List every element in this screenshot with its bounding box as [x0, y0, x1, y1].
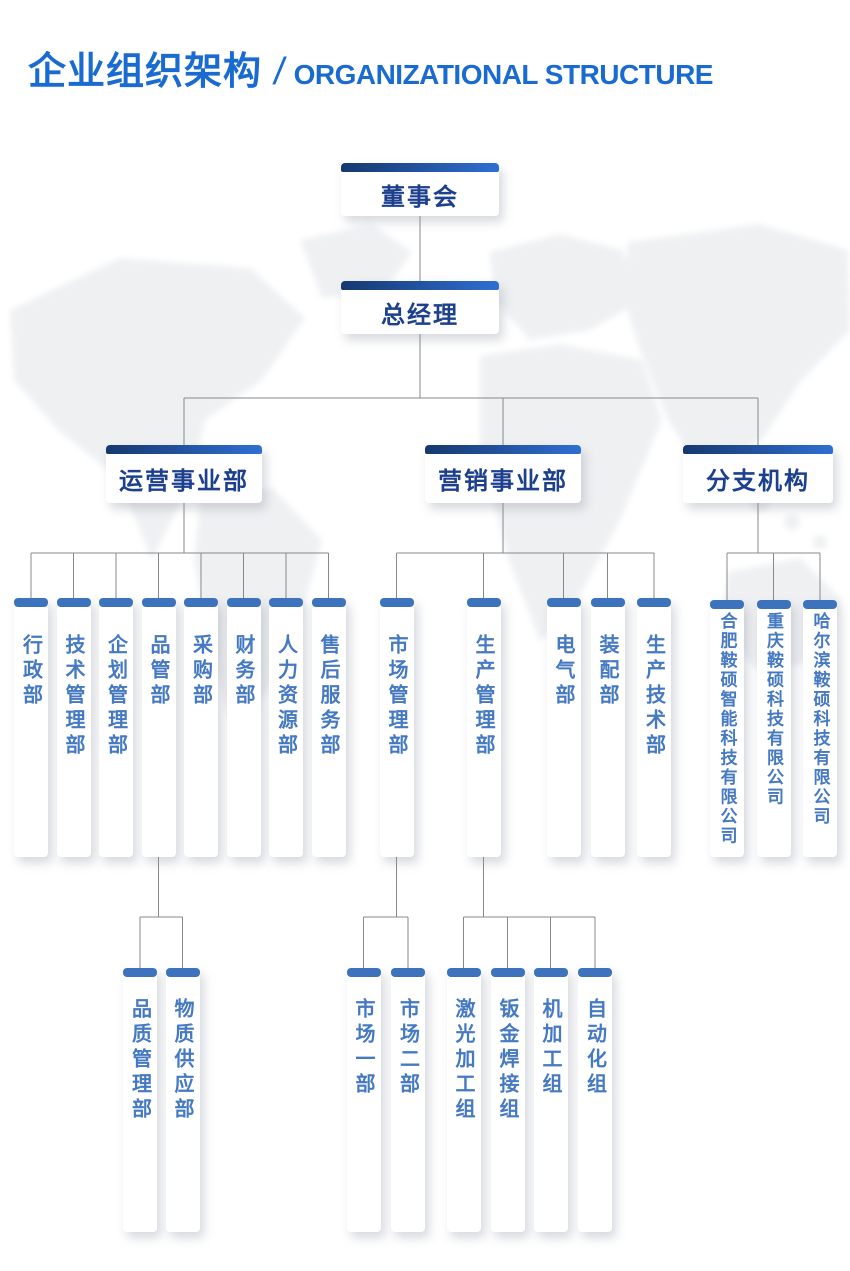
org-node-label: 重庆鞍硕科技有限公司: [764, 612, 783, 807]
node-cap-bar: [14, 598, 48, 607]
org-node-label: 市场管理部: [385, 634, 407, 759]
org-node-market-dept-1: 市场一部: [346, 968, 381, 1232]
org-node-market-mgmt-dept: 市场管理部: [379, 598, 414, 857]
org-node-label: 品质管理部: [128, 998, 151, 1123]
org-node-label: 财务部: [232, 634, 254, 709]
org-node-assembly-dept: 装配部: [590, 598, 625, 857]
node-cap-bar: [756, 600, 791, 609]
org-node-machining-group: 机加工组: [533, 968, 568, 1232]
org-node-label: 技术管理部: [62, 634, 84, 759]
org-node-production-mgmt-dept: 生产管理部: [466, 598, 501, 857]
org-node-label: 分支机构: [706, 468, 810, 495]
org-node-label: 哈尔滨鞍硕科技有限公司: [810, 612, 830, 827]
org-node-label: 生产技术部: [642, 634, 665, 759]
node-cap-bar: [710, 600, 744, 609]
node-cap-bar: [341, 281, 499, 290]
org-node-label: 人力资源部: [274, 634, 297, 759]
org-node-automation-group: 自动化组: [578, 968, 612, 1232]
org-node-board: 董事会: [341, 163, 499, 216]
org-node-planning-mgmt-dept: 企划管理部: [99, 598, 133, 857]
org-node-material-supply-dept: 物质供应部: [165, 968, 200, 1232]
title-divider: /: [271, 51, 288, 93]
org-node-quality-control-dept: 品管部: [141, 598, 176, 857]
node-cap-bar: [683, 445, 833, 454]
org-node-label: 自动化组: [583, 998, 606, 1098]
org-node-hefei-company: 合肥鞍硕智能科技有限公司: [710, 600, 744, 857]
node-cap-bar: [141, 598, 176, 607]
org-node-label: 合肥鞍硕智能科技有限公司: [717, 612, 737, 846]
page-title: 企业组织架构 / ORGANIZATIONAL STRUCTURE: [28, 40, 713, 95]
node-cap-bar: [533, 968, 568, 977]
node-cap-bar: [578, 968, 612, 977]
org-node-procurement-dept: 采购部: [184, 598, 218, 857]
node-cap-bar: [466, 598, 501, 607]
org-node-label: 物质供应部: [171, 998, 193, 1123]
org-node-market-dept-2: 市场二部: [391, 968, 425, 1232]
org-node-electrical-dept: 电气部: [546, 598, 581, 857]
node-cap-bar: [346, 968, 381, 977]
node-cap-bar: [56, 598, 91, 607]
org-node-general-manager: 总经理: [341, 281, 499, 334]
node-cap-bar: [123, 968, 157, 977]
org-node-quality-mgmt-dept: 品质管理部: [123, 968, 157, 1232]
node-cap-bar: [269, 598, 303, 607]
node-cap-bar: [425, 445, 581, 454]
org-node-label: 机加工组: [539, 998, 561, 1098]
node-cap-bar: [637, 598, 671, 607]
org-node-marketing-division: 营销事业部: [425, 445, 581, 503]
node-cap-bar: [99, 598, 133, 607]
node-cap-bar: [803, 600, 837, 609]
node-cap-bar: [165, 968, 200, 977]
node-cap-bar: [184, 598, 218, 607]
org-node-tech-mgmt-dept: 技术管理部: [56, 598, 91, 857]
org-node-branch-offices: 分支机构: [683, 445, 833, 503]
node-cap-bar: [226, 598, 261, 607]
org-node-label: 售后服务部: [317, 634, 339, 759]
node-cap-bar: [490, 968, 525, 977]
org-node-label: 品管部: [147, 634, 169, 709]
org-node-operations-division: 运营事业部: [106, 445, 262, 503]
org-node-label: 企划管理部: [104, 634, 127, 759]
org-node-label: 总经理: [381, 301, 459, 329]
org-node-label: 激光加工组: [452, 998, 474, 1123]
node-cap-bar: [546, 598, 581, 607]
org-node-sheet-metal-welding-group: 钣金焊接组: [490, 968, 525, 1232]
org-node-hr-dept: 人力资源部: [269, 598, 303, 857]
org-node-label: 行政部: [19, 634, 42, 709]
node-cap-bar: [379, 598, 414, 607]
org-node-label: 电气部: [552, 634, 574, 709]
node-cap-bar: [446, 968, 481, 977]
org-node-finance-dept: 财务部: [226, 598, 261, 857]
page-title-en: ORGANIZATIONAL STRUCTURE: [293, 59, 714, 90]
node-cap-bar: [311, 598, 346, 607]
org-node-label: 采购部: [189, 634, 212, 709]
org-node-production-tech-dept: 生产技术部: [637, 598, 671, 857]
org-node-admin-dept: 行政部: [14, 598, 48, 857]
org-node-label: 生产管理部: [472, 634, 494, 759]
org-node-label: 市场一部: [352, 998, 374, 1098]
node-cap-bar: [590, 598, 625, 607]
page-title-cn: 企业组织架构: [28, 51, 263, 93]
node-cap-bar: [391, 968, 425, 977]
node-cap-bar: [341, 163, 499, 172]
node-cap-bar: [106, 445, 262, 454]
org-node-label: 市场二部: [396, 998, 419, 1098]
org-node-label: 董事会: [381, 183, 459, 211]
org-node-label: 钣金焊接组: [496, 998, 518, 1123]
org-node-chongqing-company: 重庆鞍硕科技有限公司: [756, 600, 791, 857]
org-node-after-sales-dept: 售后服务部: [311, 598, 346, 857]
org-node-laser-processing-group: 激光加工组: [446, 968, 481, 1232]
org-node-label: 装配部: [596, 634, 618, 709]
org-node-harbin-company: 哈尔滨鞍硕科技有限公司: [803, 600, 837, 857]
